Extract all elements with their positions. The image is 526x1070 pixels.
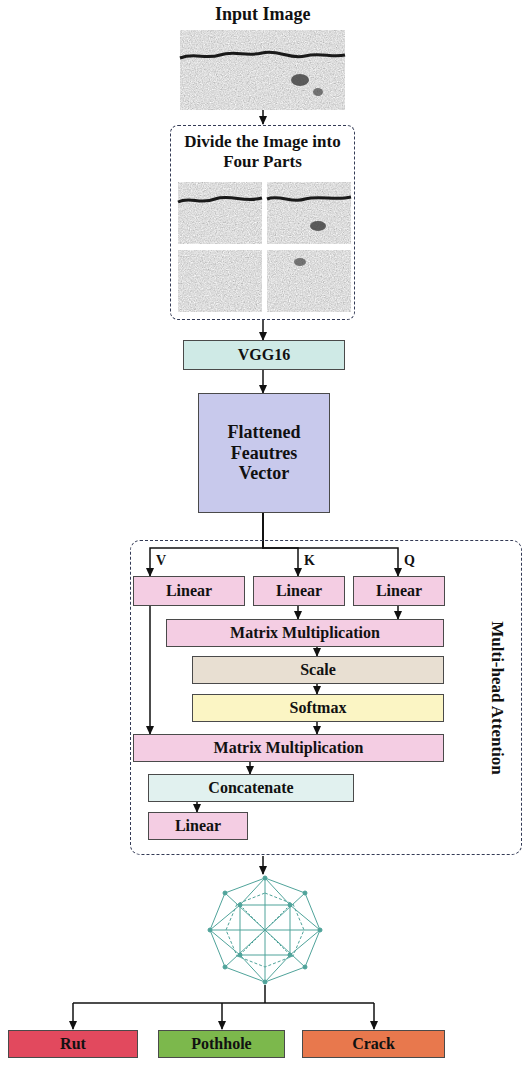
arrow <box>262 110 264 124</box>
process-box: Softmax <box>192 694 444 722</box>
flow-arrow <box>316 684 318 694</box>
process-box: Linear <box>353 576 445 606</box>
output-box: Rut <box>8 1030 138 1058</box>
box-label: Flattened Feautres Vector <box>204 422 324 484</box>
box-label: Matrix Multiplication <box>230 624 380 642</box>
flow-arrow <box>297 606 299 619</box>
flow-arrow <box>316 722 318 734</box>
arrow <box>262 856 264 874</box>
attention-input-label: V <box>156 553 166 569</box>
flow-arrow <box>149 606 151 734</box>
process-box: VGG16 <box>183 340 345 370</box>
box-label: VGG16 <box>238 346 290 364</box>
neural-network-icon <box>208 876 322 984</box>
output-arrows <box>73 985 374 1029</box>
box-label: Pothhole <box>191 1035 251 1053</box>
flow-arrow <box>262 370 264 393</box>
box-label: Matrix Multiplication <box>214 739 364 757</box>
process-box: Matrix Multiplication <box>166 619 444 647</box>
flow-arrow <box>150 513 263 576</box>
box-label: Softmax <box>290 699 347 717</box>
box-label: Linear <box>175 817 221 835</box>
process-box: Linear <box>133 576 245 606</box>
image-title: Input Image <box>215 4 311 25</box>
flow-arrow <box>263 513 398 576</box>
attention-input-label: Q <box>404 553 415 569</box>
box-label: Linear <box>276 582 322 600</box>
box-label: Crack <box>352 1035 395 1053</box>
process-box: Scale <box>192 656 444 684</box>
flow-arrow <box>262 320 264 340</box>
process-box: Concatenate <box>148 774 354 802</box>
box-label: Scale <box>300 661 336 679</box>
box-label: Rut <box>60 1035 86 1053</box>
flow-arrow <box>263 513 298 576</box>
group-box: Divide the Image into Four Parts <box>170 125 355 320</box>
output-box: Pothhole <box>158 1030 285 1058</box>
box-label: Divide the Image into Four Parts <box>176 132 349 171</box>
box-label: Linear <box>166 582 212 600</box>
box-label: Concatenate <box>208 779 293 797</box>
process-box: Linear <box>253 576 345 606</box>
image-parts <box>178 182 351 312</box>
process-box: Linear <box>148 812 248 840</box>
attention-input-label: K <box>304 553 315 569</box>
process-box: Flattened Feautres Vector <box>198 393 330 513</box>
box-label: Linear <box>376 582 422 600</box>
output-box: Crack <box>302 1030 445 1058</box>
group-box: Multi-head AttentionLinearLinearLinearMa… <box>130 540 522 855</box>
flow-arrow <box>196 802 198 812</box>
road-photo <box>180 30 345 110</box>
flow-arrow <box>316 647 318 656</box>
group-title: Multi-head Attention <box>487 621 507 774</box>
flow-arrow <box>249 762 251 774</box>
flow-arrow <box>397 606 399 619</box>
process-box: Matrix Multiplication <box>133 734 444 762</box>
